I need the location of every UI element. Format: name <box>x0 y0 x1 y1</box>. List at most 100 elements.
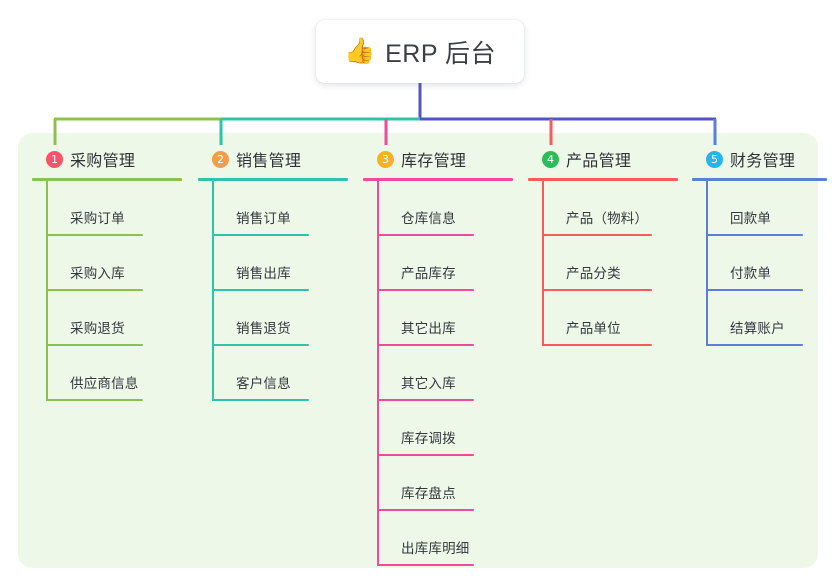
branch-column-3: 3 库存管理仓库信息产品库存其它出库其它入库库存调拨库存盘点出库库明细 <box>363 146 513 566</box>
branch-child-item[interactable]: 客户信息 <box>198 346 348 401</box>
branch-children: 销售订单销售出库销售退货客户信息 <box>198 181 348 401</box>
branch-child-label: 销售订单 <box>236 211 291 226</box>
branch-child-rule <box>377 454 474 456</box>
branch-child-rule <box>542 344 652 346</box>
branch-child-label: 仓库信息 <box>401 211 456 226</box>
branch-column-2: 2 销售管理销售订单销售出库销售退货客户信息 <box>198 146 348 401</box>
branch-child-rule <box>212 234 309 236</box>
branch-child-label: 销售退货 <box>236 321 291 336</box>
branch-child-label: 回款单 <box>730 211 772 226</box>
branch-column-5: 5 财务管理回款单付款单结算账户 <box>692 146 827 346</box>
branch-child-label: 产品（物料） <box>566 211 649 226</box>
branch-header-5[interactable]: 5 财务管理 <box>692 146 827 172</box>
branch-child-rule <box>542 289 652 291</box>
branch-child-rule <box>46 234 143 236</box>
branch-title-rule <box>198 178 348 181</box>
branch-child-rule <box>212 344 309 346</box>
branch-number-badge: 1 <box>46 150 63 168</box>
branch-child-item[interactable]: 出库库明细 <box>363 511 513 566</box>
branch-child-rule <box>212 399 309 401</box>
branch-child-item[interactable]: 销售退货 <box>198 291 348 346</box>
branch-child-rule <box>377 399 474 401</box>
branch-child-item[interactable]: 回款单 <box>692 181 827 236</box>
branch-child-rule <box>377 234 474 236</box>
branch-title: 库存管理 <box>401 153 467 170</box>
branch-number-badge: 5 <box>706 150 723 168</box>
branch-child-label: 结算账户 <box>730 321 785 336</box>
branch-title-rule <box>363 178 513 181</box>
branch-child-label: 产品单位 <box>566 321 621 336</box>
thumbs-up-icon: 👍 <box>343 37 376 65</box>
branch-child-item[interactable]: 采购订单 <box>32 181 182 236</box>
branch-child-label: 产品分类 <box>566 266 621 281</box>
branch-child-label: 产品库存 <box>401 266 456 281</box>
branch-child-item[interactable]: 库存盘点 <box>363 456 513 511</box>
branch-child-label: 其它入库 <box>401 376 456 391</box>
branch-child-rule <box>377 564 474 566</box>
branch-child-item[interactable]: 结算账户 <box>692 291 827 346</box>
branch-child-rule <box>377 344 474 346</box>
branch-child-label: 采购入库 <box>70 266 125 281</box>
branch-column-4: 4 产品管理产品（物料） 产品分类产品单位 <box>528 146 678 346</box>
branches-panel <box>18 133 818 568</box>
branch-child-label: 采购订单 <box>70 211 125 226</box>
branch-child-label: 采购退货 <box>70 321 125 336</box>
branch-header-3[interactable]: 3 库存管理 <box>363 146 513 172</box>
branch-spine <box>46 181 48 401</box>
branch-spine <box>706 181 708 346</box>
root-title: ERP 后台 <box>385 39 497 68</box>
branch-child-label: 供应商信息 <box>70 376 139 391</box>
branch-child-item[interactable]: 销售订单 <box>198 181 348 236</box>
branch-children: 回款单付款单结算账户 <box>692 181 827 346</box>
branch-child-item[interactable]: 产品（物料） <box>528 181 678 236</box>
branch-child-rule <box>46 344 143 346</box>
branch-child-item[interactable]: 销售出库 <box>198 236 348 291</box>
branch-title-rule <box>32 178 182 181</box>
branch-child-item[interactable]: 库存调拨 <box>363 401 513 456</box>
branch-child-rule <box>377 289 474 291</box>
branch-child-label: 库存调拨 <box>401 431 456 446</box>
branch-number-badge: 3 <box>377 150 394 168</box>
branch-title: 销售管理 <box>236 153 302 170</box>
branch-spine <box>377 181 379 566</box>
branch-header-2[interactable]: 2 销售管理 <box>198 146 348 172</box>
branch-spine <box>212 181 214 401</box>
branch-title: 产品管理 <box>566 153 632 170</box>
branch-child-item[interactable]: 付款单 <box>692 236 827 291</box>
root-node[interactable]: 👍 ERP 后台 <box>316 20 524 83</box>
branch-child-rule <box>706 289 803 291</box>
branch-spine <box>542 181 544 346</box>
branch-child-label: 付款单 <box>730 266 772 281</box>
branch-header-4[interactable]: 4 产品管理 <box>528 146 678 172</box>
branch-child-label: 其它出库 <box>401 321 456 336</box>
branch-title: 采购管理 <box>70 153 136 170</box>
branch-child-item[interactable]: 其它入库 <box>363 346 513 401</box>
branch-child-item[interactable]: 采购入库 <box>32 236 182 291</box>
branch-child-item[interactable]: 其它出库 <box>363 291 513 346</box>
branch-child-item[interactable]: 产品分类 <box>528 236 678 291</box>
branch-child-item[interactable]: 产品单位 <box>528 291 678 346</box>
branch-title-rule <box>692 178 827 181</box>
branch-number-badge: 4 <box>542 150 559 168</box>
branch-child-rule <box>542 234 652 236</box>
branch-header-1[interactable]: 1 采购管理 <box>32 146 182 172</box>
branch-title: 财务管理 <box>730 153 796 170</box>
branch-child-rule <box>706 344 803 346</box>
branch-number-badge: 2 <box>212 150 229 168</box>
branch-title-rule <box>528 178 678 181</box>
branch-child-rule <box>212 289 309 291</box>
branch-child-item[interactable]: 仓库信息 <box>363 181 513 236</box>
branch-child-rule <box>46 289 143 291</box>
branch-child-label: 客户信息 <box>236 376 291 391</box>
branch-child-item[interactable]: 供应商信息 <box>32 346 182 401</box>
branch-child-label: 库存盘点 <box>401 486 456 501</box>
branch-child-label: 销售出库 <box>236 266 291 281</box>
branch-child-label: 出库库明细 <box>401 541 470 556</box>
branch-child-rule <box>706 234 803 236</box>
branch-children: 采购订单采购入库采购退货供应商信息 <box>32 181 182 401</box>
branch-child-item[interactable]: 采购退货 <box>32 291 182 346</box>
branch-children: 产品（物料） 产品分类产品单位 <box>528 181 678 346</box>
branch-child-item[interactable]: 产品库存 <box>363 236 513 291</box>
branch-children: 仓库信息产品库存其它出库其它入库库存调拨库存盘点出库库明细 <box>363 181 513 566</box>
